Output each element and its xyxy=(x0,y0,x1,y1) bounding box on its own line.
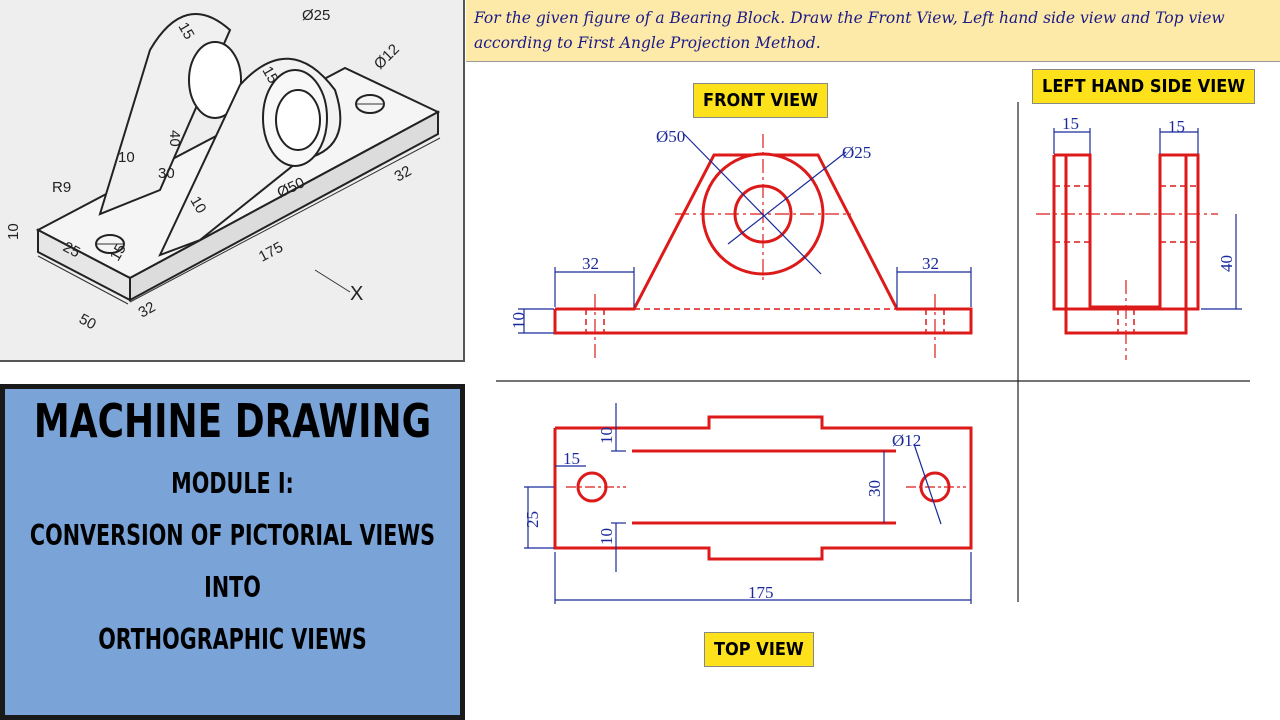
title-module: MODULE I: xyxy=(171,467,294,501)
lhs-view: 15 15 40 xyxy=(1036,114,1242,360)
top-dim-15: 15 xyxy=(563,449,580,468)
iso-dim-dia25: Ø25 xyxy=(302,7,330,24)
iso-dim-10b: 10 xyxy=(187,194,210,217)
iso-dim-40: 40 xyxy=(166,130,183,147)
iso-dim-line-175 xyxy=(129,137,441,303)
isometric-figure-panel: 15 Ø25 15 Ø12 40 10 30 R9 10 Ø50 32 10 2… xyxy=(0,0,465,362)
top-dim-25: 25 xyxy=(523,511,542,528)
front-dim-32-right: 32 xyxy=(922,254,939,273)
lhs-dim-15-right: 15 xyxy=(1168,117,1185,136)
iso-dim-30: 30 xyxy=(158,165,175,182)
title-conversion: CONVERSION OF PICTORIAL VIEWS xyxy=(29,519,436,553)
iso-dim-25: 25 xyxy=(60,239,83,262)
iso-base-side-face xyxy=(129,110,439,302)
iso-x-marker: X xyxy=(350,283,363,305)
lhs-dim-15-left: 15 xyxy=(1062,114,1079,133)
iso-x-arrow xyxy=(314,269,351,293)
iso-dim-15c: 15 xyxy=(107,241,130,264)
top-view-label: TOP VIEW xyxy=(704,632,814,667)
front-dim-32-left: 32 xyxy=(582,254,599,273)
iso-dim-50: 50 xyxy=(76,311,99,334)
iso-right-bore xyxy=(275,89,321,151)
front-leader-dia25 xyxy=(727,151,847,245)
title-orthographic: ORTHOGRAPHIC VIEWS xyxy=(98,623,367,657)
iso-left-bore xyxy=(188,41,242,119)
top-dim-175: 175 xyxy=(748,583,774,602)
iso-dim-dia12: Ø12 xyxy=(371,41,403,73)
title-panel: MACHINE DRAWING MODULE I: CONVERSION OF … xyxy=(0,384,465,720)
front-view-label: FRONT VIEW xyxy=(693,83,829,118)
front-leader-dia50 xyxy=(683,133,822,275)
iso-dim-line-50 xyxy=(37,255,129,305)
lhs-view-label: LEFT HAND SIDE VIEW xyxy=(1032,69,1256,104)
front-dim-dia50: Ø50 xyxy=(656,127,685,146)
lhs-dim-40: 40 xyxy=(1217,255,1236,272)
isometric-drawing: 15 Ø25 15 Ø12 40 10 30 R9 10 Ø50 32 10 2… xyxy=(5,7,441,334)
top-view: 10 10 15 25 30 Ø12 175 xyxy=(523,403,973,604)
task-instructions: For the given figure of a Bearing Block.… xyxy=(466,0,1280,62)
iso-dim-10a: 10 xyxy=(118,149,135,166)
orthographic-drawing: Ø50 Ø25 32 32 10 xyxy=(496,102,1250,604)
iso-dim-10c: 10 xyxy=(5,223,22,240)
iso-dim-r9: R9 xyxy=(52,179,71,196)
front-dim-10: 10 xyxy=(509,312,528,329)
title-into: INTO xyxy=(204,571,261,605)
iso-dim-32b: 32 xyxy=(136,298,159,321)
top-dim-10-bottom: 10 xyxy=(597,528,616,545)
top-outline xyxy=(553,415,973,561)
top-leader-dia12 xyxy=(913,443,942,525)
top-dim-10-top: 10 xyxy=(597,427,616,444)
title-machine-drawing: MACHINE DRAWING xyxy=(33,395,432,449)
top-dim-dia12: Ø12 xyxy=(892,431,921,450)
front-dim-dia25: Ø25 xyxy=(842,143,871,162)
iso-dim-15a: 15 xyxy=(175,20,198,43)
iso-dim-15b: 15 xyxy=(259,64,282,87)
front-view: Ø50 Ø25 32 32 10 xyxy=(509,127,973,360)
iso-dim-32a: 32 xyxy=(392,162,415,185)
iso-dim-175: 175 xyxy=(256,239,286,266)
top-dim-30: 30 xyxy=(865,480,884,497)
